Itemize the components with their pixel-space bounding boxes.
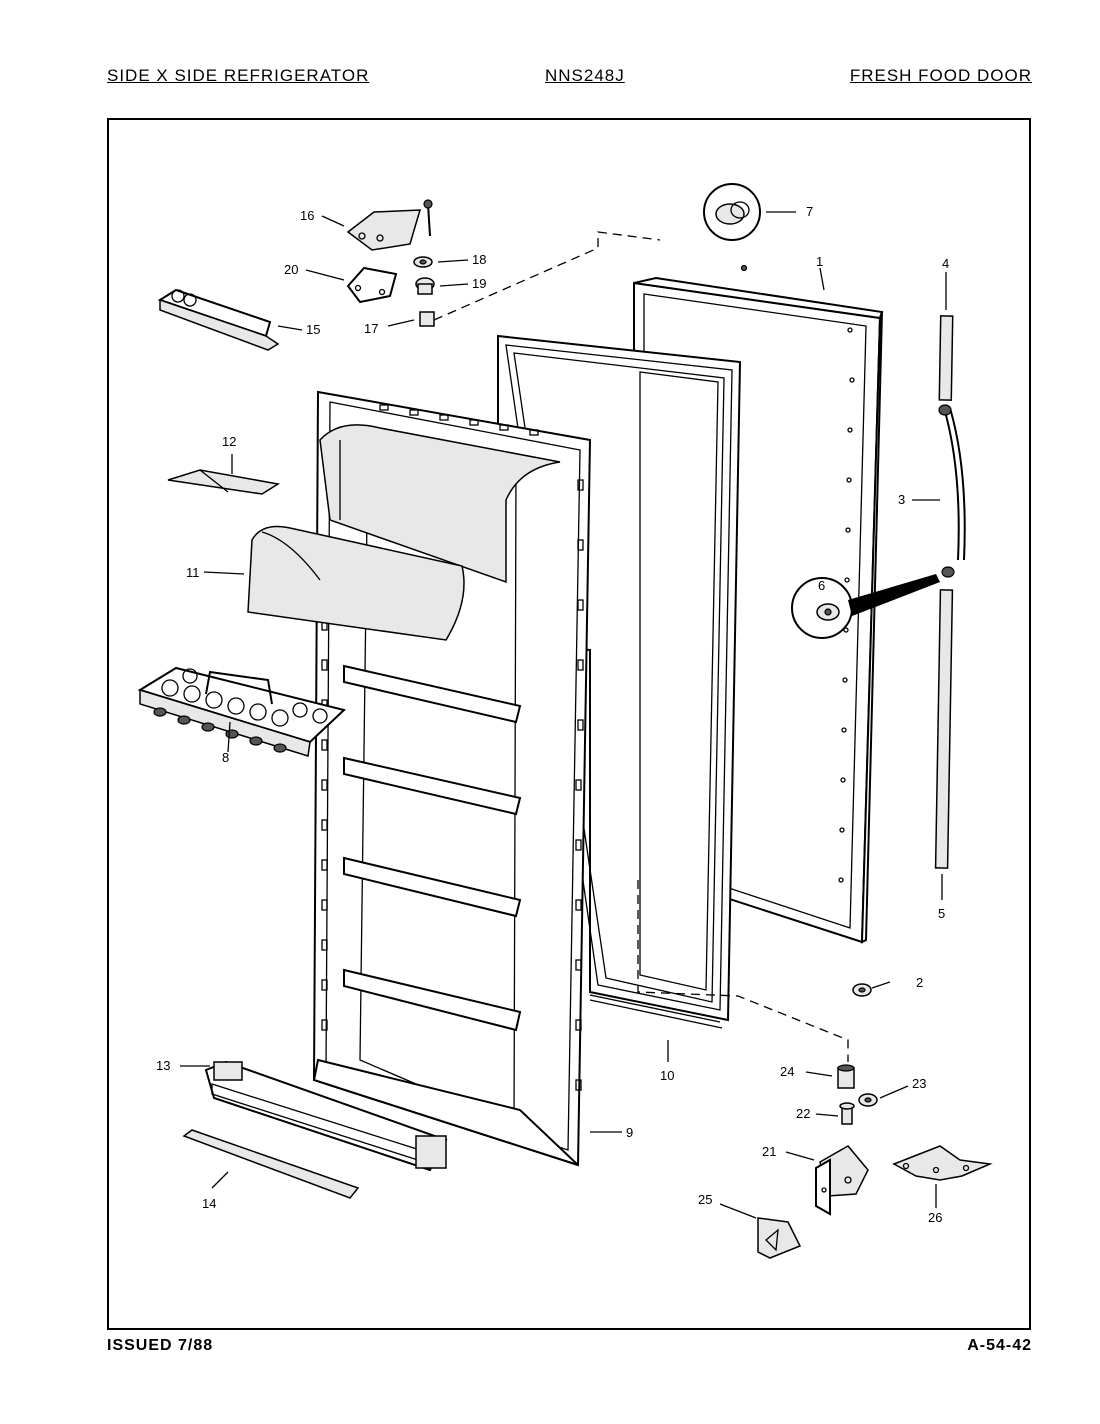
callout-9: 9 (626, 1125, 633, 1140)
hinge-pin-block (419, 311, 435, 327)
hinge-bracket (757, 1217, 802, 1259)
header-model-type: SIDE X SIDE REFRIGERATOR (107, 66, 370, 85)
callout-24: 24 (780, 1064, 794, 1079)
bottom-hinge (815, 1145, 869, 1216)
callout-11: 11 (186, 565, 200, 580)
callout-4: 4 (942, 256, 949, 271)
hinge-bushing (415, 277, 435, 295)
diagram-frame (107, 118, 1031, 1330)
callout-15: 15 (306, 322, 320, 337)
callout-16: 16 (300, 208, 314, 223)
callout-26: 26 (928, 1210, 942, 1225)
hinge-cover (157, 288, 280, 351)
callout-21: 21 (762, 1144, 776, 1159)
footer-page-code: A-54-42 (967, 1337, 1032, 1354)
callout-12: 12 (222, 434, 236, 449)
callout-14: 14 (202, 1196, 216, 1211)
header-section-name: FRESH FOOD DOOR (849, 66, 1032, 85)
header-model-number: NNS248J (545, 66, 625, 85)
hinge-washer (413, 256, 433, 268)
shelf-trim-strip (182, 1129, 360, 1199)
handle-screw-detail (791, 574, 940, 639)
bottom-hinge-bushing (837, 1064, 855, 1089)
callout-2: 2 (916, 975, 923, 990)
hinge-pin (839, 1102, 855, 1125)
handle-assembly (934, 315, 966, 869)
callout-22: 22 (796, 1106, 810, 1121)
top-hinge (346, 199, 433, 251)
callout-labels: 1 2 3 4 5 6 7 8 9 10 11 12 13 14 15 16 1… (156, 204, 949, 1225)
callout-19: 19 (472, 276, 486, 291)
callout-18: 18 (472, 252, 486, 267)
footer-issue-date: ISSUED 7/88 (107, 1337, 214, 1354)
egg-tray (137, 666, 347, 757)
door-plug (703, 183, 761, 272)
callout-25: 25 (698, 1192, 712, 1207)
callout-17: 17 (364, 321, 378, 336)
callout-13: 13 (156, 1058, 170, 1073)
callout-7: 7 (806, 204, 813, 219)
callout-1: 1 (816, 254, 823, 269)
butter-door-insert (167, 469, 281, 495)
door-stop-nut (852, 983, 872, 997)
bottom-door-shelf (204, 1060, 448, 1172)
bottom-washer (858, 1093, 878, 1107)
callout-leaders (180, 211, 947, 1219)
callout-3: 3 (898, 492, 905, 507)
callout-23: 23 (912, 1076, 926, 1091)
callout-6: 6 (818, 578, 825, 593)
callout-8: 8 (222, 750, 229, 765)
hinge-shim (346, 266, 398, 304)
inner-door-liner (312, 390, 592, 1167)
callout-10: 10 (660, 1068, 674, 1083)
callout-5: 5 (938, 906, 945, 921)
lower-hinge-plate (892, 1145, 993, 1181)
dairy-compartment-door (247, 525, 465, 641)
callout-20: 20 (284, 262, 298, 277)
